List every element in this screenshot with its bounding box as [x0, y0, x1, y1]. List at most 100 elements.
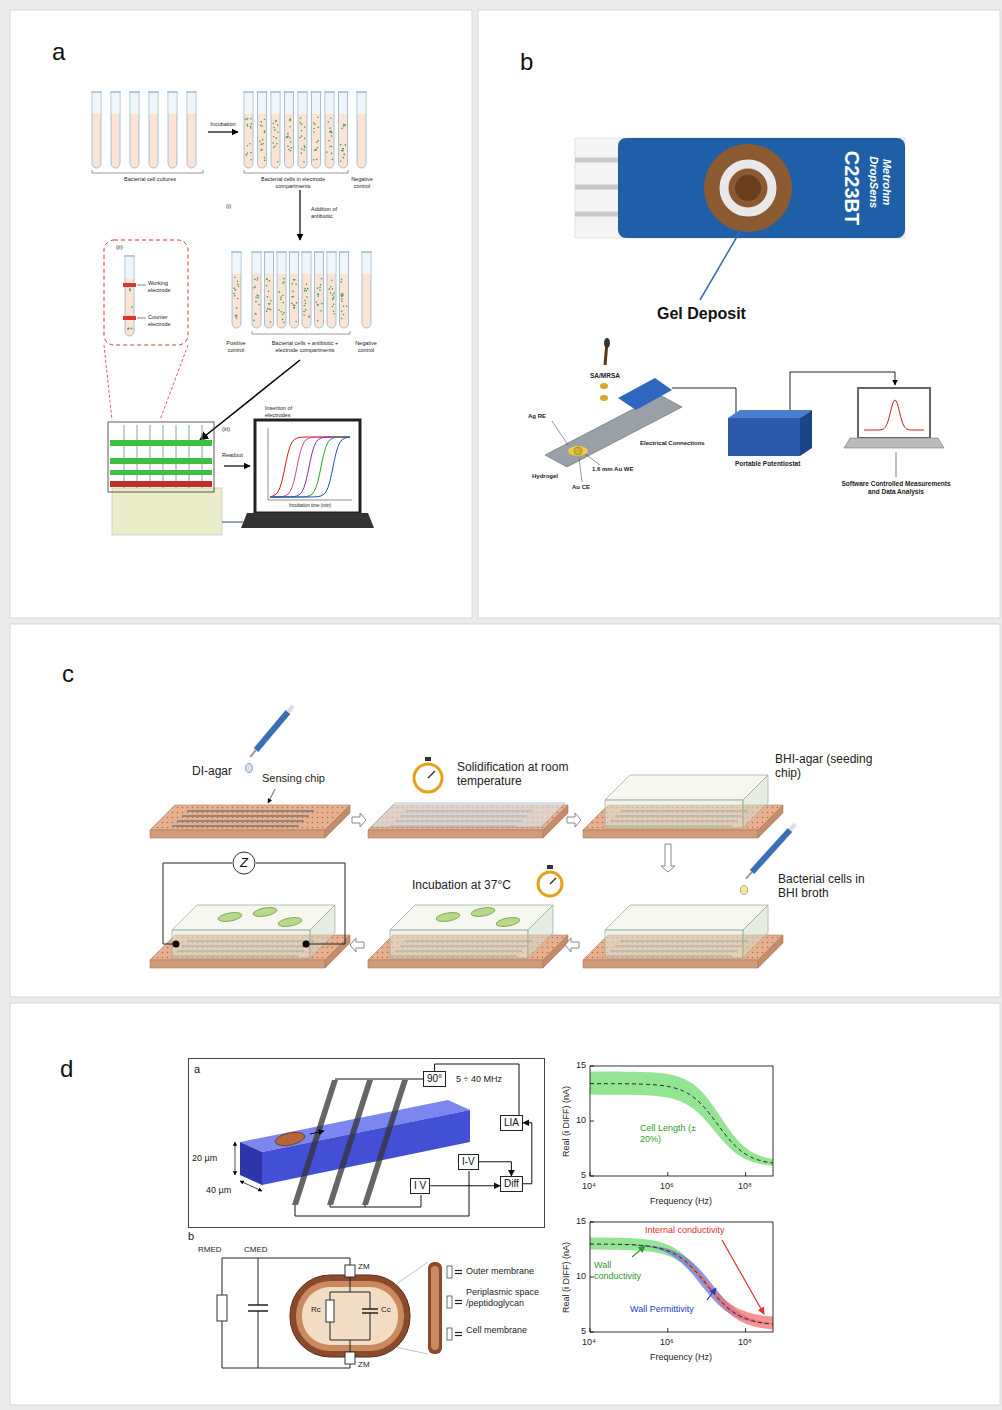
- bacterium-dot: [247, 145, 249, 147]
- bacterium-dot: [283, 312, 285, 314]
- tube-rim: [243, 92, 254, 93]
- process-arrow: [224, 465, 250, 466]
- tube-rim: [324, 92, 335, 93]
- chip-edge: [583, 960, 758, 968]
- pipette-plunger: [790, 824, 795, 830]
- trend-arrow: [707, 1288, 716, 1300]
- tube-rim: [231, 252, 242, 253]
- bacterium-dot: [317, 320, 319, 322]
- bacterium-dot: [278, 309, 280, 311]
- tube-headspace: [93, 93, 101, 114]
- channel-side: [240, 1142, 262, 1185]
- bacterium-dot: [295, 284, 297, 286]
- inset-box: [104, 240, 188, 345]
- step-label: Incubation at 37°C: [412, 878, 511, 892]
- bacterium-dot: [254, 279, 256, 281]
- axis-tick: [590, 1066, 594, 1067]
- bacterium-dot: [257, 279, 259, 281]
- bacterium-dot: [299, 137, 301, 139]
- part-label: Sensing chip: [262, 772, 325, 785]
- tube-headspace: [303, 253, 311, 274]
- tube-rim: [124, 256, 135, 257]
- zoom-line: [395, 1262, 428, 1285]
- tick-label: 5: [581, 1326, 586, 1337]
- bacterium-dot: [313, 128, 315, 130]
- axis-title: Real (i DIFF) (nA): [561, 1085, 572, 1156]
- device-electrode: [176, 425, 177, 488]
- tube-headspace: [169, 93, 177, 114]
- bacterium-dot: [303, 161, 305, 163]
- agar-block: [310, 905, 335, 958]
- bacterium: [252, 906, 277, 918]
- step-arrow: [661, 844, 675, 872]
- pipette-plunger: [288, 706, 293, 712]
- bacterium-dot: [282, 302, 284, 304]
- bacterium-dot: [300, 122, 302, 124]
- series-label: Wall conductivity: [594, 1260, 644, 1282]
- electrode-ring: [724, 164, 772, 212]
- axis-tick: [745, 1328, 746, 1332]
- bacterium-dot: [236, 317, 238, 319]
- bacterium-dot: [269, 303, 271, 305]
- leader-line: [579, 458, 582, 482]
- bacterium-dot: [331, 153, 333, 155]
- connector: [618, 378, 672, 410]
- cable: [672, 388, 736, 414]
- bacterium-dot: [293, 279, 295, 281]
- leader-line: [896, 452, 897, 477]
- wire: [330, 1292, 331, 1300]
- bacterium-dot: [341, 281, 343, 283]
- bacterium-dot: [266, 310, 268, 312]
- zoom-line: [395, 1347, 428, 1354]
- bacterium-dot: [131, 306, 133, 308]
- step-arrow: [350, 938, 364, 952]
- step-label: Solidification at room temperature: [457, 760, 582, 789]
- bacterium-dot: [234, 288, 236, 290]
- bacterium-dot: [300, 117, 302, 119]
- chip-edge: [325, 935, 350, 968]
- test-tube: [339, 92, 348, 168]
- pipette-tip: [250, 750, 256, 757]
- node-label: Z: [232, 851, 256, 875]
- device-electrode: [137, 425, 138, 488]
- bacterium-dot: [261, 125, 263, 127]
- wire: [335, 1079, 423, 1080]
- wire: [330, 1292, 370, 1293]
- leader-line: [137, 318, 146, 319]
- bacterium-dot: [234, 276, 236, 278]
- dropper-bulb: [604, 338, 610, 348]
- test-tube: [298, 92, 307, 168]
- test-tube: [327, 252, 336, 328]
- part-label: 1.6 mm Au WE: [592, 466, 633, 473]
- hydrogel: [568, 446, 588, 456]
- bacterium-dot: [270, 300, 272, 302]
- bacterium-dot: [316, 141, 318, 143]
- bacterium-dot: [301, 135, 303, 137]
- bacterium-dot: [304, 305, 306, 307]
- panel-ground: [478, 10, 1000, 618]
- periplasm: [296, 1281, 404, 1351]
- part-label: Electrical Connections: [640, 440, 705, 447]
- bacterium-dot: [303, 149, 305, 151]
- component-label: Cc: [381, 1305, 391, 1315]
- droplet: [600, 383, 608, 389]
- node-label: I-V: [462, 1156, 475, 1168]
- measurement-wire: [163, 863, 232, 944]
- tick-label: 10⁶: [660, 1337, 674, 1348]
- bacterium-dot: [314, 149, 316, 151]
- plot-area: [590, 1066, 773, 1176]
- bacterium-dot: [318, 293, 320, 295]
- bacterium-dot: [250, 123, 252, 125]
- tick-label: 10⁶: [660, 1181, 674, 1192]
- plot-area: [590, 1222, 773, 1332]
- bacterium-dot: [341, 298, 343, 300]
- bacterium-dot: [330, 117, 332, 119]
- bacterium-dot: [268, 308, 270, 310]
- panel-letter: a: [52, 38, 65, 66]
- electrode-band: [123, 316, 136, 320]
- bacterium-dot: [294, 305, 296, 307]
- electrode: [187, 810, 314, 812]
- bacterium-dot: [280, 298, 282, 300]
- droplet: [600, 395, 608, 401]
- device-bar: [110, 458, 212, 464]
